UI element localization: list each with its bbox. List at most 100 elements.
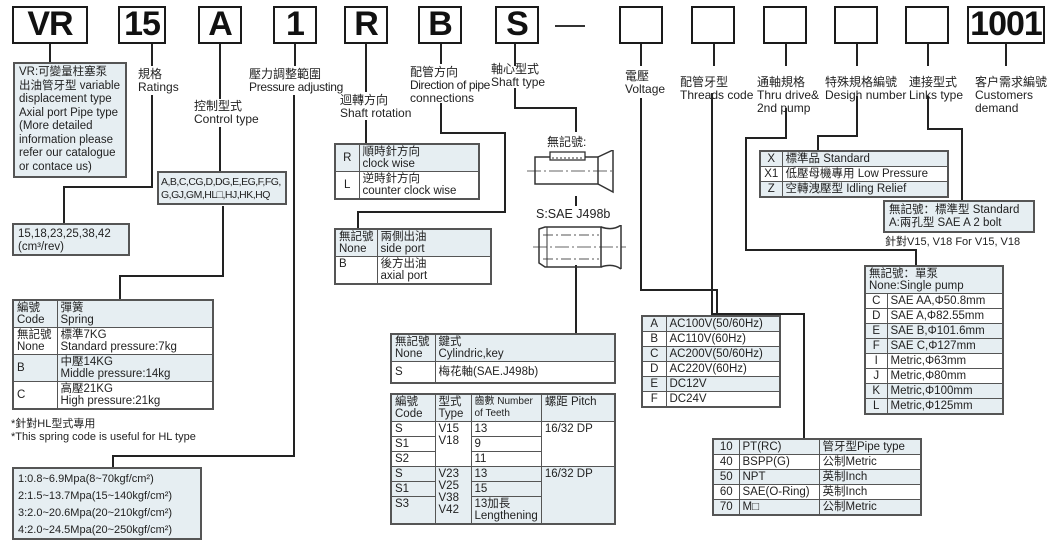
table-cell: 螺距 Pitch [540, 393, 616, 422]
table-cell: PT(RC) [738, 438, 820, 455]
table-cell: Z [759, 181, 783, 198]
table-cell: K [864, 383, 888, 399]
table-cell: S [390, 466, 436, 482]
table-cell: X1 [759, 166, 783, 182]
code-box-rotation: R [344, 6, 388, 44]
connector-line [440, 103, 442, 133]
connector-line [745, 249, 917, 251]
connector-line [713, 44, 715, 66]
connector-line [440, 132, 506, 134]
connector-line [514, 88, 516, 108]
table-cell: AC220V(60Hz) [665, 361, 781, 377]
table-cell: S3 [390, 496, 436, 525]
table-cell: DC24V [665, 391, 781, 408]
code-box-threads [691, 6, 735, 44]
table-cell: 梅花軸(SAE.J498b) [434, 361, 616, 384]
table-cell: E [641, 376, 667, 392]
pressure-ranges-panel: 1:0.8~6.9Mpa(8~70kgf/cm²)2:1.5~13.7Mpa(1… [12, 467, 202, 540]
connector-line [856, 96, 858, 136]
connector-line [745, 137, 747, 251]
table-cell: M□ [738, 499, 820, 516]
table-cell: 英制Inch [818, 484, 922, 500]
connector-line [817, 135, 819, 150]
table-cell: 60 [712, 484, 740, 500]
connector-line [440, 44, 442, 64]
table-cell: S [390, 421, 436, 437]
table-cell: A [641, 315, 667, 332]
table-cell: 40 [712, 454, 740, 470]
connector-line [803, 313, 805, 438]
table-cell: 公制Metric [818, 499, 922, 516]
table-cell: I [864, 353, 888, 369]
code-box-control: A [198, 6, 242, 44]
connector-line [293, 95, 295, 457]
table-cell: J [864, 368, 888, 384]
connector-line [927, 128, 963, 130]
connector-line [716, 289, 718, 315]
table-cell: L [864, 398, 888, 415]
table-cell: S1 [390, 436, 436, 452]
connector-line [785, 44, 787, 66]
connector-line [785, 108, 787, 138]
code-box-port: B [418, 6, 462, 44]
connector-line [575, 196, 577, 206]
shaft-s-label: S:SAE J498b [536, 207, 611, 221]
table-cell: D [864, 308, 888, 324]
table-cell: NPT [738, 469, 820, 485]
connector-line [711, 93, 713, 315]
shaft-none-label: 無記號: [547, 135, 587, 149]
table-cell: S1 [390, 481, 436, 497]
table-cell: Metric,Φ125mm [886, 398, 1004, 415]
table-cell: DC12V [665, 376, 781, 392]
table-cell: SAE C,Φ127mm [886, 338, 1004, 354]
connector-line [222, 206, 224, 276]
connector-line [927, 44, 929, 66]
code-box-voltage [619, 6, 663, 44]
table-cell: BSPP(G) [738, 454, 820, 470]
connector-line [711, 313, 805, 315]
table-cell: F [864, 338, 888, 354]
table-cell: L [334, 171, 360, 200]
table-cell: 管牙型Pipe type [818, 438, 922, 455]
code-box-pressure: 1 [273, 6, 317, 44]
cylindric-key-shaft-icon [527, 150, 615, 194]
connector-line [112, 455, 114, 469]
ratings-values-panel: 15,18,23,25,38,42(cm³/rev) [12, 223, 130, 256]
table-cell: C [12, 381, 58, 410]
connector-line [365, 44, 367, 92]
spline-shaft-icon [533, 225, 626, 270]
